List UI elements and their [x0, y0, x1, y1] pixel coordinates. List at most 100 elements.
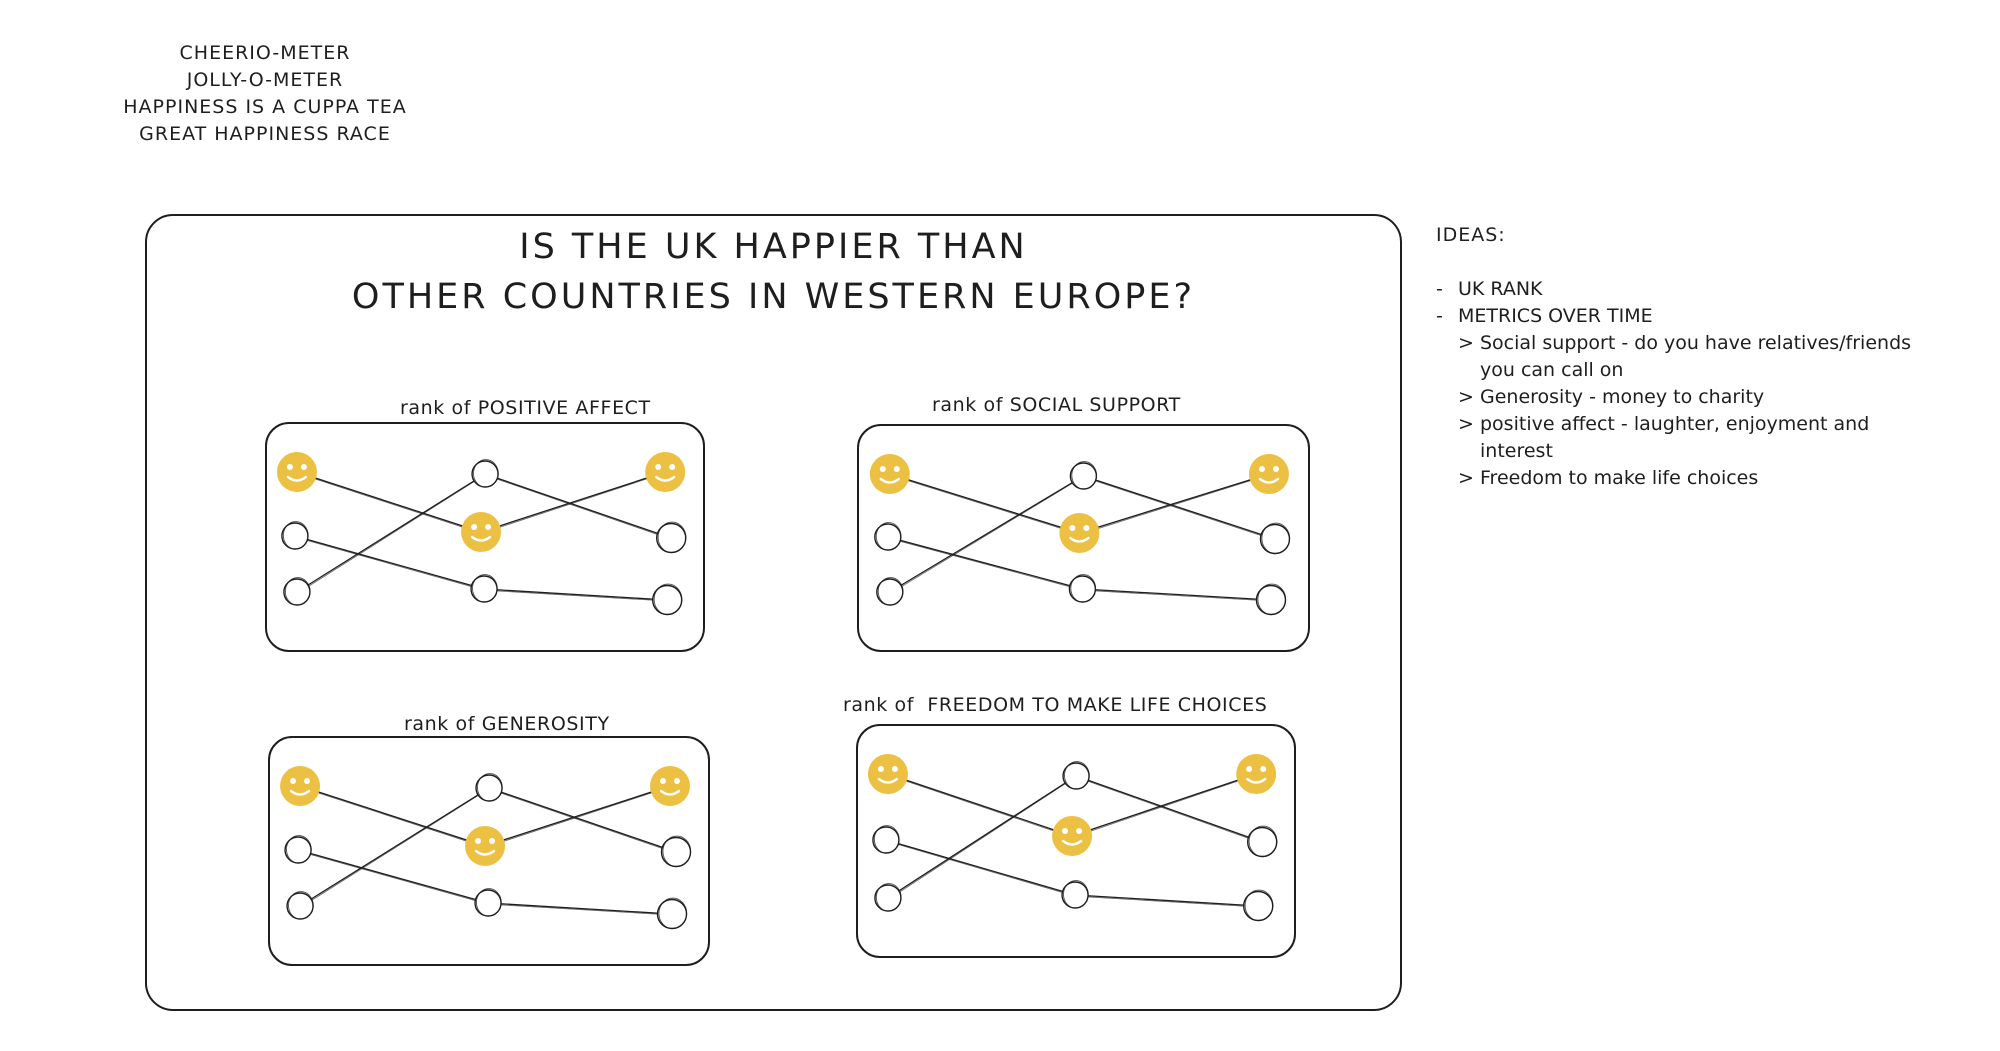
panel-title-freedom[interactable]: rank of FREEDOM TO MAKE LIFE CHOICES: [843, 694, 1268, 716]
smiley-face: [1059, 513, 1100, 553]
rank-circle-sketch: [1244, 889, 1274, 922]
panel-title-social-support[interactable]: rank of SOCIAL SUPPORT: [932, 394, 1181, 416]
chevron-right-icon: >: [1458, 332, 1474, 354]
main-title[interactable]: IS THE UK HAPPIER THAN OTHER COUNTRIES I…: [145, 222, 1402, 322]
bump-chart-positive-affect[interactable]: [265, 422, 705, 652]
ideas-subitem: > positive affect - laughter, enjoyment …: [1436, 411, 1911, 438]
connector-line: [885, 839, 1076, 896]
main-frame[interactable]: [145, 214, 1402, 1011]
rank-circle-sketch: [875, 522, 902, 551]
connector-line-sketch: [890, 476, 1083, 594]
rank-node: [1061, 880, 1089, 909]
ideas-item-text: UK RANK: [1458, 278, 1543, 300]
rank-circle-sketch: [286, 835, 312, 864]
smiley-face: [280, 766, 321, 806]
smiley-mouth: [879, 477, 901, 484]
ideas-subitem: > Social support - do you have relatives…: [1436, 330, 1911, 357]
dash-marker: -: [1436, 278, 1443, 300]
rank-node: [872, 825, 900, 854]
smiley-mouth: [1061, 839, 1083, 846]
connector-line: [480, 471, 666, 533]
connector-line-sketch: [1076, 776, 1262, 844]
smiley-icon: [1052, 816, 1093, 856]
rank-circle-sketch: [658, 897, 688, 930]
rank-node: [475, 773, 503, 802]
rank-node: [1255, 583, 1287, 616]
bump-chart-generosity[interactable]: [268, 736, 710, 966]
connector-line-sketch: [484, 589, 667, 602]
connector-line: [1071, 773, 1257, 837]
connector-line-sketch: [298, 850, 488, 905]
rank-node: [1062, 761, 1090, 790]
series-lines: [885, 773, 1263, 908]
connector-line: [1083, 475, 1276, 540]
bump-chart-social-support[interactable]: [857, 424, 1310, 652]
smiley-eye: [471, 524, 478, 530]
connector-line-sketch: [488, 903, 672, 916]
connector-line: [887, 536, 1083, 590]
rank-node: [283, 577, 311, 606]
smiley-icon: [867, 754, 908, 794]
main-title-line-1: IS THE UK HAPPIER THAN: [519, 227, 1028, 267]
smiley-eye: [1069, 525, 1076, 531]
smiley-icon: [280, 766, 321, 806]
bump-chart-svg: [869, 454, 1291, 616]
smiley-face: [465, 826, 506, 866]
chevron-right-icon: >: [1458, 467, 1474, 489]
ideas-subitem-continuation: you can call on: [1480, 359, 1624, 381]
smiley-face: [650, 766, 691, 806]
ideas-subitem-text: Freedom to make life choices: [1480, 467, 1759, 489]
connector-line: [1079, 473, 1270, 534]
series-markers: [280, 766, 692, 930]
connector-line-sketch: [1072, 774, 1256, 838]
smiley-eye: [304, 778, 311, 784]
connector-line: [487, 902, 673, 915]
connector-line-sketch: [485, 786, 670, 848]
rank-node: [1259, 522, 1291, 555]
rank-node: [874, 522, 902, 551]
ideas-subitem: > Freedom to make life choices: [1436, 465, 1911, 492]
title-idea[interactable]: CHEERIO-METER: [179, 42, 351, 64]
title-idea[interactable]: GREAT HAPPINESS RACE: [139, 123, 391, 145]
connector-line: [299, 785, 486, 847]
rank-circle-sketch: [877, 577, 904, 606]
ideas-subitem-text: Generosity - money to charity: [1480, 386, 1765, 408]
title-idea[interactable]: HAPPINESS IS A CUPPA TEA: [123, 96, 407, 118]
smiley-eye: [300, 464, 307, 470]
smiley-eye: [877, 766, 884, 772]
rank-circle-sketch: [653, 583, 683, 616]
ideas-notes[interactable]: IDEAS: - UK RANK - METRICS OVER TIME > S…: [1436, 222, 1911, 492]
rank-node: [656, 521, 687, 554]
rank-circle-sketch: [1071, 461, 1098, 490]
connector-line-sketch: [489, 788, 676, 854]
bump-chart-freedom[interactable]: [856, 724, 1296, 958]
smiley-eye: [485, 524, 492, 530]
connector-line: [488, 787, 677, 853]
title-idea[interactable]: JOLLY-O-METER: [186, 69, 344, 91]
ideas-item: - UK RANK: [1436, 276, 1911, 303]
connector-line: [299, 787, 490, 907]
rank-node: [874, 883, 902, 912]
connector-line: [1082, 588, 1272, 601]
rank-node: [1069, 461, 1098, 490]
panel-title-generosity[interactable]: rank of GENEROSITY: [404, 713, 610, 735]
ideas-subitem: > Generosity - money to charity: [1436, 384, 1911, 411]
rank-circle-sketch: [875, 883, 902, 912]
connector-line: [889, 473, 1080, 534]
smiley-mouth: [1258, 477, 1280, 484]
smiley-eye: [290, 778, 297, 784]
smiley-eye: [1083, 525, 1090, 531]
panel-title-positive-affect[interactable]: rank of POSITIVE AFFECT: [400, 397, 651, 419]
smiley-eye: [660, 778, 667, 784]
smiley-eye: [655, 464, 662, 470]
rank-node: [656, 897, 688, 930]
connector-line: [484, 785, 671, 847]
smiley-eye: [1258, 466, 1265, 472]
rank-circle-sketch: [288, 891, 314, 920]
connector-line-sketch: [300, 786, 485, 848]
smiley-mouth: [877, 777, 899, 784]
smiley-icon: [650, 766, 691, 806]
bump-chart-svg: [276, 452, 687, 616]
smiley-face: [1052, 816, 1093, 856]
chevron-right-icon: >: [1458, 386, 1474, 408]
